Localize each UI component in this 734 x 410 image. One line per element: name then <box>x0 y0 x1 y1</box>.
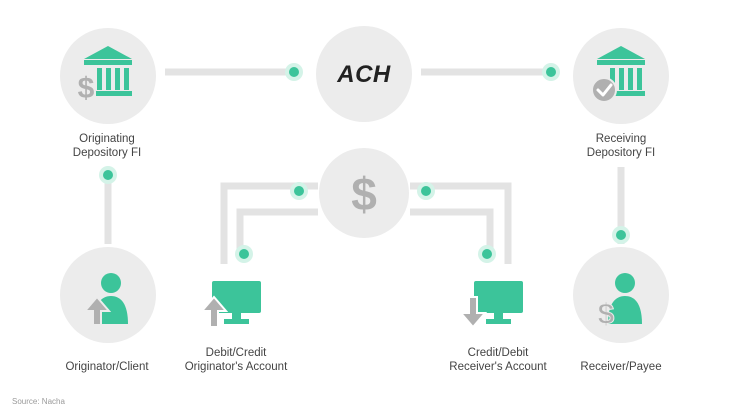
bank-dollar-icon: $ <box>78 46 132 105</box>
debit-credit-label-line1: Debit/Credit <box>205 347 267 359</box>
credit-debit-label-line2: Receiver's Account <box>449 361 547 373</box>
bank-check-icon <box>591 46 645 103</box>
odfi-node: $ <box>60 28 156 124</box>
credit-debit-label: Credit/Debit Receiver's Account <box>449 346 546 374</box>
debit-credit-label-line2: Originator's Account <box>184 361 288 373</box>
debit-credit-label: Debit/Credit Originator's Account <box>185 346 288 374</box>
connector-dot-left-ach <box>285 63 303 81</box>
odfi-label: Originating Depository FI <box>73 132 141 160</box>
ach-label: ACH <box>337 61 391 88</box>
connector-dot-debit-account <box>235 245 253 263</box>
odfi-label-line1: Originating <box>79 133 135 145</box>
connector-dot-rdfi <box>612 226 630 244</box>
connector-dot-credit-account <box>478 245 496 263</box>
receiver-node: $ <box>573 247 669 343</box>
receiver-label: Receiver/Payee <box>580 361 662 373</box>
credit-debit-label-line1: Credit/Debit <box>467 347 529 359</box>
dollar-node: $ <box>319 148 409 238</box>
connector-dot-odfi <box>99 166 117 184</box>
monitor-download-icon <box>458 281 523 329</box>
dollar-icon: $ <box>351 168 377 220</box>
connector-lines <box>104 68 625 264</box>
connector-dot-dollar-left <box>290 182 308 200</box>
svg-text:$: $ <box>598 298 615 331</box>
connector-dot-dollar-right <box>417 182 435 200</box>
svg-text:$: $ <box>78 72 95 105</box>
rdfi-label-line2: Depository FI <box>586 147 656 159</box>
person-upload-icon <box>82 273 128 326</box>
source-note: Source: Nacha <box>12 397 65 406</box>
originator-label: Originator/Client <box>65 361 149 373</box>
ach-node <box>316 26 412 122</box>
person-dollar-icon: $ <box>597 273 642 332</box>
odfi-label-line2: Depository FI <box>72 147 142 159</box>
monitor-upload-icon <box>199 281 261 328</box>
connector-dot-right-ach <box>542 63 560 81</box>
originator-node <box>60 247 156 343</box>
rdfi-node <box>573 28 669 124</box>
rdfi-label: Receiving Depository FI <box>587 132 655 160</box>
rdfi-label-line1: Receiving <box>595 133 647 145</box>
